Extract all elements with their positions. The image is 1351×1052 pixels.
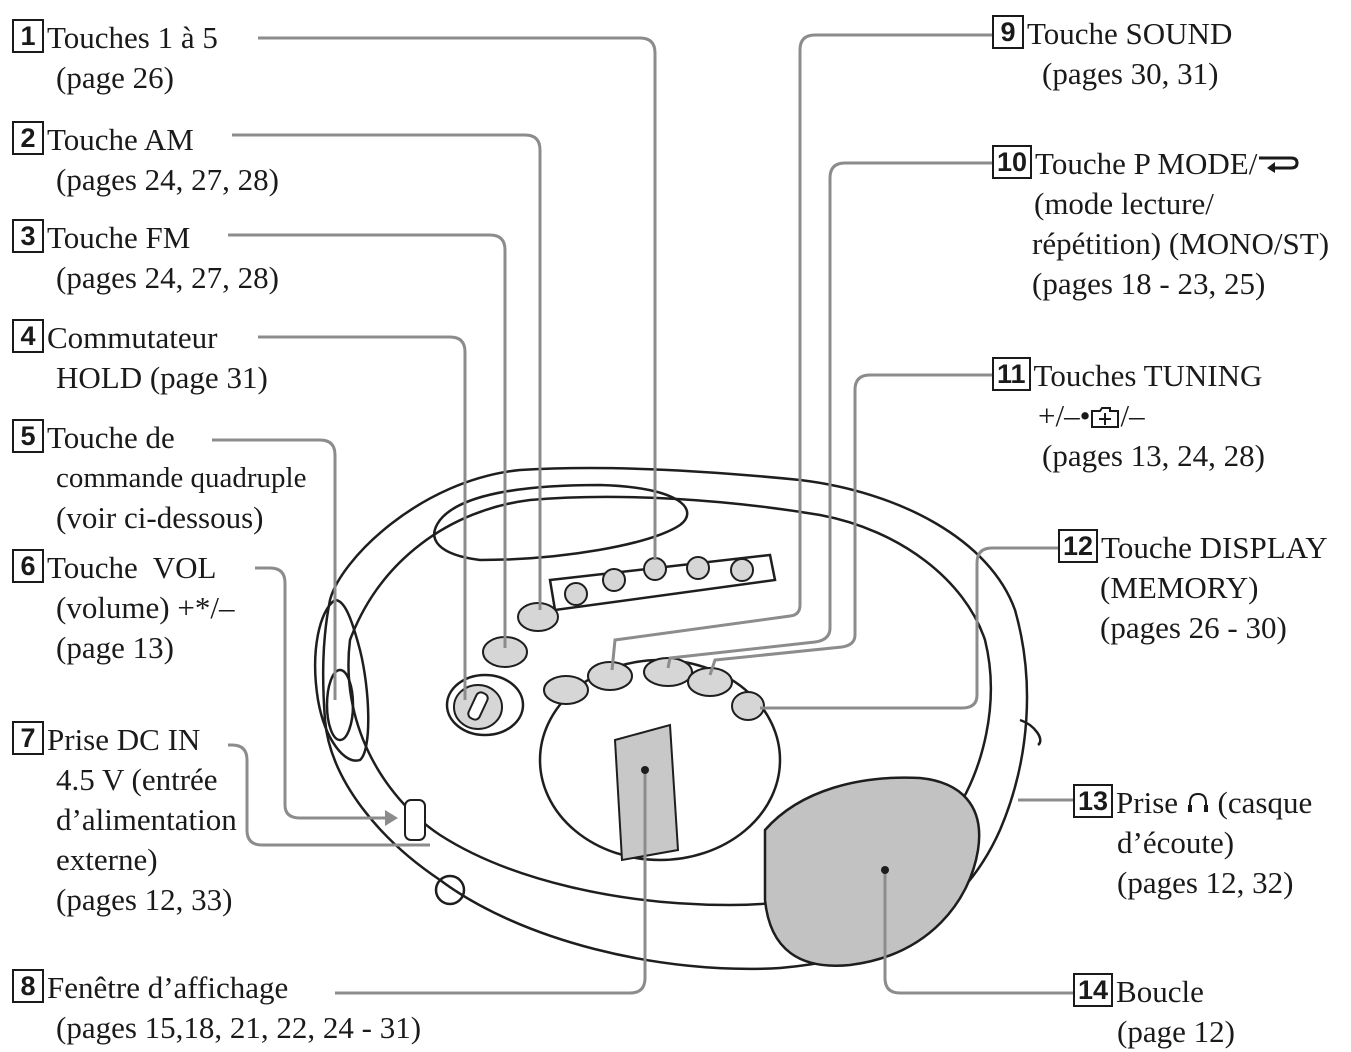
label-title: Fenêtre d’affichage [47,970,289,1005]
label-pages: (pages 26 - 30) [1100,610,1287,645]
leader-11 [708,373,992,676]
label-pages: (pages 15,18, 21, 22, 24 - 31) [56,1010,422,1045]
label-desc: /– [1120,398,1145,433]
label-pages: (pages 18 - 23, 25) [1032,266,1266,301]
buckle [763,776,981,967]
leader-12 [760,546,1058,710]
label-title: Prise [1116,785,1179,820]
leader-5 [212,438,337,700]
label-desc: externe) [56,842,158,877]
am-button[interactable] [517,602,559,632]
callout-number: 10 [992,145,1033,179]
callout-number: 1 [12,19,44,53]
leader-10 [666,161,992,669]
label-desc: 4.5 V (entrée [56,762,218,797]
leader-3 [228,233,507,648]
preset-button-2[interactable] [602,568,626,592]
label-desc: (casque [1217,785,1313,820]
preset-button-3[interactable] [643,557,667,581]
vol-button[interactable] [543,675,589,705]
preset-button-1[interactable] [564,582,588,606]
label-desc: (mode lecture/ [1034,186,1214,221]
label-desc: d’écoute) [1117,825,1235,860]
leader-9 [610,33,992,671]
leader-7 [228,743,430,847]
label-title: Touche FM [47,220,191,255]
label-desc: (MEMORY) [1100,570,1259,605]
label-pages: (page 12) [1117,1014,1235,1049]
callout-number: 13 [1073,784,1114,818]
callout-number: 14 [1073,973,1114,1007]
repeat-arrow-icon [1259,156,1299,173]
label-pages: (pages 24, 27, 28) [56,162,279,197]
label-title: Touches TUNING [1033,358,1263,393]
leader-4 [258,335,467,700]
label-title: Touche DISPLAY [1101,530,1328,565]
cd-player-body [313,466,1042,971]
label-pages: (pages 13, 24, 28) [1042,438,1265,473]
label-title: Touche VOL [47,550,217,585]
label-pages: (pages 12, 32) [1117,865,1294,900]
leader-1 [258,36,657,560]
callout-number: 4 [12,319,44,353]
preset-button-5[interactable] [730,558,754,582]
label-pages: HOLD (page 31) [56,360,268,395]
sound-button[interactable] [587,661,633,691]
leader-14 [883,870,1073,995]
callout-number: 8 [12,969,44,1003]
label-desc: +/–• [1038,398,1091,433]
label-title: Touche AM [47,122,194,157]
label-pages: (pages 30, 31) [1042,56,1219,91]
leader-2 [232,133,542,610]
callout-number: 2 [12,121,44,155]
label-title: Prise DC IN [47,722,201,757]
label-desc: (volume) +*/– [56,590,235,625]
callout-number: 7 [12,721,44,755]
callout-number: 6 [12,549,44,583]
label-desc: d’alimentation [56,802,237,837]
tuning-button[interactable] [687,667,733,697]
label-pages: (voir ci-dessous) [56,500,264,535]
group-folder-icon [1091,407,1120,428]
label-pages: (pages 12, 33) [56,882,233,917]
label-title: Touche SOUND [1027,16,1233,51]
label-desc: répétition) (MONO/ST) [1032,226,1330,261]
leader-6 [255,566,385,820]
label-pages: (page 13) [56,630,174,665]
leader-8 [335,770,647,995]
label-title: Touche de [47,420,175,455]
p-mode-button[interactable] [643,657,693,687]
callout-number: 11 [992,357,1031,391]
label-title: Touches 1 à 5 [47,20,218,55]
callout-number: 3 [12,219,44,253]
display-button[interactable] [731,691,765,721]
callout-number: 12 [1058,529,1099,563]
label-title: Touche P MODE/ [1035,146,1258,181]
label-pages: (pages 24, 27, 28) [56,260,279,295]
preset-button-4[interactable] [686,556,710,580]
label-desc: commande quadruple [56,462,307,494]
callout-number: 9 [992,15,1024,49]
callout-number: 5 [12,419,44,453]
label-title: Commutateur [47,320,218,355]
label-pages: (page 26) [56,60,174,95]
label-title: Boucle [1116,974,1204,1009]
headphones-icon [1187,792,1208,812]
leader-lines [212,33,1073,995]
